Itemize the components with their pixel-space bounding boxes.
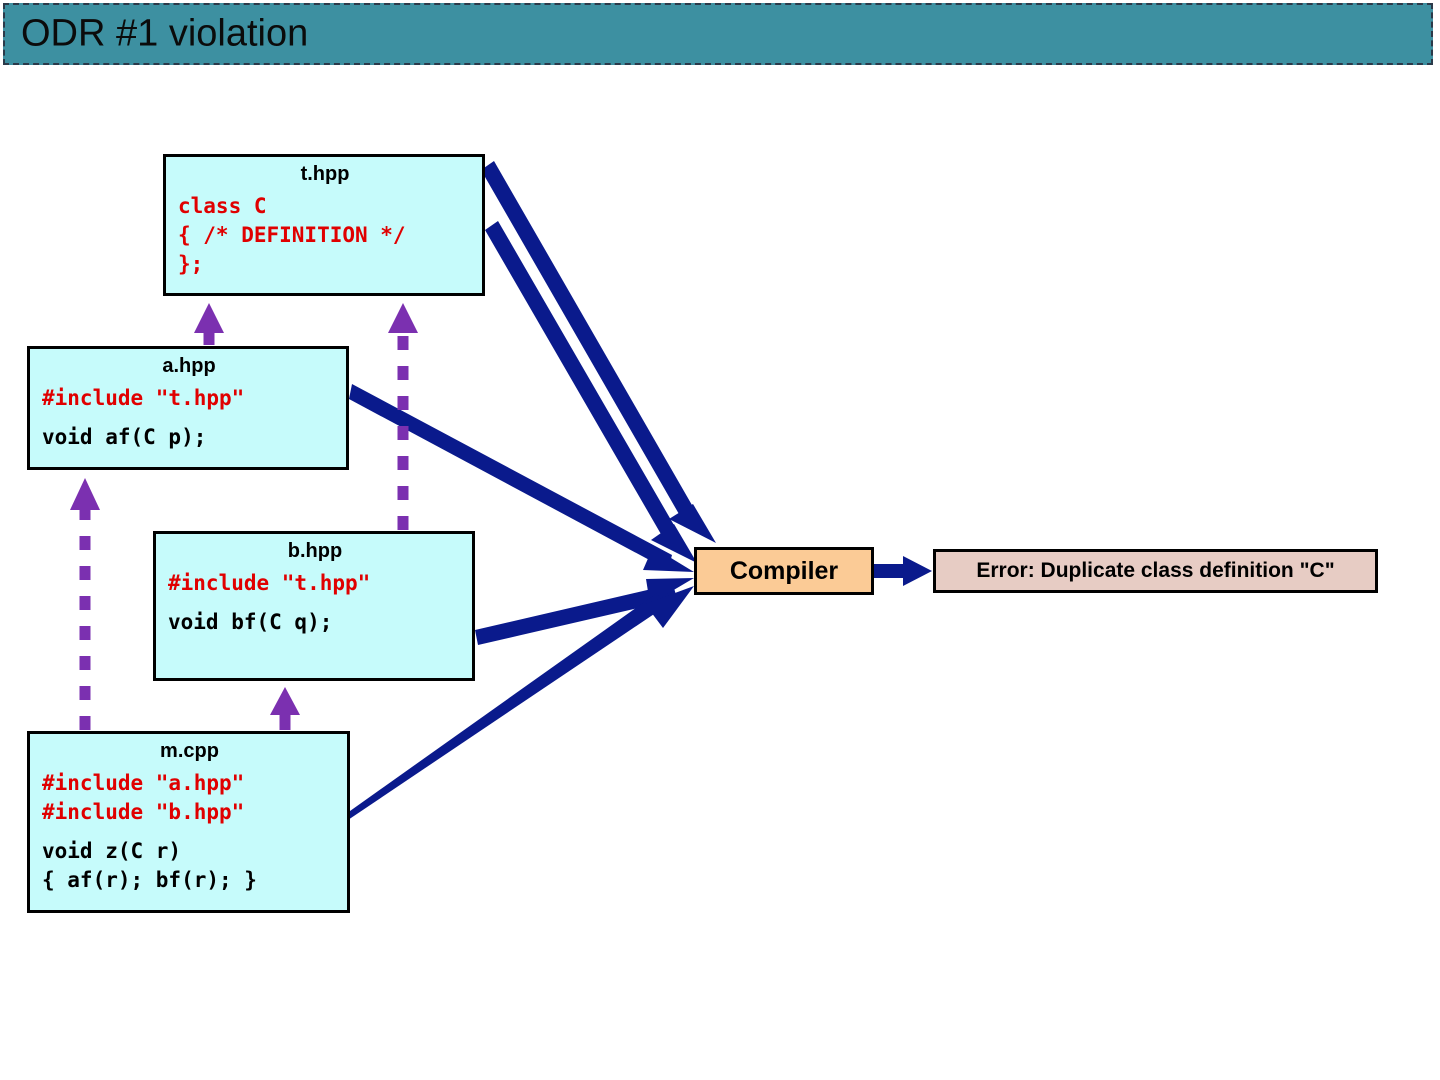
file-box-title: b.hpp xyxy=(287,540,343,562)
slide-title-bar: ODR #1 violation xyxy=(3,3,1433,65)
code-line: }; xyxy=(178,251,204,276)
file-box-a-hpp[interactable]: a.hpp #include "t.hpp" void af(C p); xyxy=(27,346,349,470)
error-message-label: Error: Duplicate class definition "C" xyxy=(976,559,1335,582)
include-arrow-mcpp-ahpp xyxy=(70,478,100,730)
include-arrow-ahpp-thpp xyxy=(194,303,224,345)
page-title: ODR #1 violation xyxy=(21,12,309,55)
file-box-title: a.hpp xyxy=(162,355,216,377)
code-line: #include "t.hpp" xyxy=(42,386,245,410)
code-line: class C xyxy=(178,194,267,218)
error-message-box: Error: Duplicate class definition "C" xyxy=(933,549,1378,593)
code-line: #include "a.hpp" xyxy=(42,771,245,795)
file-box-title: t.hpp xyxy=(300,163,350,185)
code-line: void af(C p); xyxy=(42,424,207,449)
compile-arrow-bhpp xyxy=(475,578,694,645)
code-line: void bf(C q); xyxy=(168,609,333,634)
compile-arrow-thpp-a xyxy=(481,161,716,543)
code-line: #include "t.hpp" xyxy=(168,571,371,595)
file-box-t-hpp[interactable]: t.hpp class C { /* DEFINITION */ }; xyxy=(163,154,485,296)
code-line: { af(r); bf(r); } xyxy=(42,867,257,892)
compile-arrow-error xyxy=(874,556,932,586)
file-box-b-hpp[interactable]: b.hpp #include "t.hpp" void bf(C q); xyxy=(153,531,475,681)
compiler-label: Compiler xyxy=(729,556,839,585)
include-arrow-mcpp-bhpp xyxy=(270,687,300,730)
file-box-m-cpp[interactable]: m.cpp #include "a.hpp" #include "b.hpp" … xyxy=(27,731,350,913)
file-box-title: m.cpp xyxy=(160,740,219,762)
code-line: #include "b.hpp" xyxy=(42,799,245,824)
code-line: { /* DEFINITION */ xyxy=(178,222,406,247)
compile-arrow-thpp-b xyxy=(485,221,697,563)
code-line: void z(C r) xyxy=(42,838,182,863)
include-arrow-bhpp-thpp xyxy=(388,303,418,530)
compiler-box[interactable]: Compiler xyxy=(694,547,874,595)
